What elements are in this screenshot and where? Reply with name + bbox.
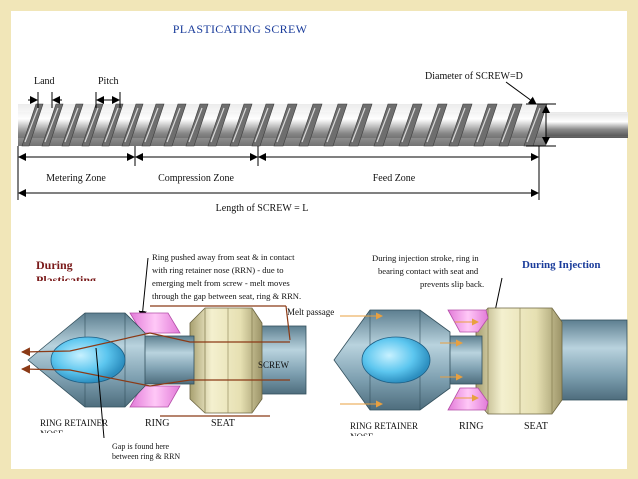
left-note: Ring pushed away from seat & in contact …: [152, 252, 301, 301]
right-ring-label: RING: [459, 421, 483, 432]
screw-flight-highlight: [451, 107, 466, 143]
left-note-line: with ring retainer nose (RRN) - due to: [152, 265, 284, 275]
gap-note-line1: Gap is found here: [112, 442, 170, 451]
screw-flight-highlight: [84, 107, 99, 143]
screw-flight-highlight: [104, 107, 119, 143]
screw-body: [18, 103, 628, 147]
diameter-dimension: [505, 81, 556, 147]
screw-flight-highlight: [301, 107, 316, 143]
feed-zone-label: Feed Zone: [373, 173, 416, 184]
screw-flight-highlight: [64, 107, 79, 143]
left-check-ring-assembly: [27, 307, 307, 414]
left-note-line: through the gap between seat, ring & RRN…: [152, 291, 301, 301]
land-label: Land: [34, 76, 55, 87]
left-title-line1: During: [36, 258, 73, 272]
screw-flight-highlight: [376, 107, 391, 143]
left-seat-label: SEAT: [211, 418, 235, 429]
screw-flight-highlight: [351, 107, 366, 143]
land-pitch-dimension: [28, 92, 121, 108]
screw-flight-highlight: [401, 107, 416, 143]
right-note-line: During injection stroke, ring in: [372, 253, 479, 263]
gap-note-line2: between ring & RRN: [112, 452, 180, 461]
screw-flight-highlight: [254, 107, 269, 143]
left-screw-label: SCREW: [258, 360, 290, 370]
compression-zone-label: Compression Zone: [158, 173, 234, 184]
right-note-line: bearing contact with seat and: [378, 266, 479, 276]
screw-flight-highlight: [232, 107, 247, 143]
zone-dimension: [17, 146, 540, 200]
screw-flight-highlight: [526, 107, 541, 143]
screw-flight-highlight: [124, 107, 139, 143]
left-note-line: Ring pushed away from seat & in contact: [152, 252, 295, 262]
right-note: During injection stroke, ring in bearing…: [372, 253, 484, 289]
screw-flight-highlight: [276, 107, 291, 143]
right-note-line: prevents slip back.: [420, 279, 484, 289]
metering-zone-label: Metering Zone: [46, 173, 106, 184]
right-ring-retainer-line1: RING RETAINER: [350, 421, 418, 431]
screw-flight-highlight: [476, 107, 491, 143]
screw-title: PLASTICATING SCREW: [173, 22, 308, 36]
left-note-line: emerging melt from screw - melt moves: [152, 278, 290, 288]
right-flow-arrows: [340, 312, 479, 408]
screw-flight-highlight: [210, 107, 225, 143]
melt-passage-label: Melt passage: [287, 307, 334, 317]
screw-flight-highlight: [44, 107, 59, 143]
left-ring-label: RING: [145, 418, 169, 429]
screw-flight-highlight: [188, 107, 203, 143]
screw-flight-highlight: [144, 107, 159, 143]
left-melt-flow: [21, 305, 291, 417]
screw-flights: [21, 103, 548, 147]
right-title: During Injection: [522, 259, 601, 271]
right-check-ring-assembly: [333, 307, 628, 415]
left-ring-retainer-line1: RING RETAINER: [40, 418, 108, 428]
right-seat-label: SEAT: [524, 421, 548, 432]
screw-flight-highlight: [501, 107, 516, 143]
screw-flight-highlight: [24, 107, 39, 143]
pitch-label: Pitch: [98, 76, 119, 87]
screw-flight-highlight: [166, 107, 181, 143]
screw-flight-highlight: [326, 107, 341, 143]
screw-length-label: Length of SCREW = L: [216, 203, 309, 214]
gap-pointer: [95, 347, 105, 439]
screw-flight-highlight: [426, 107, 441, 143]
diameter-label: Diameter of SCREW=D: [425, 71, 523, 82]
